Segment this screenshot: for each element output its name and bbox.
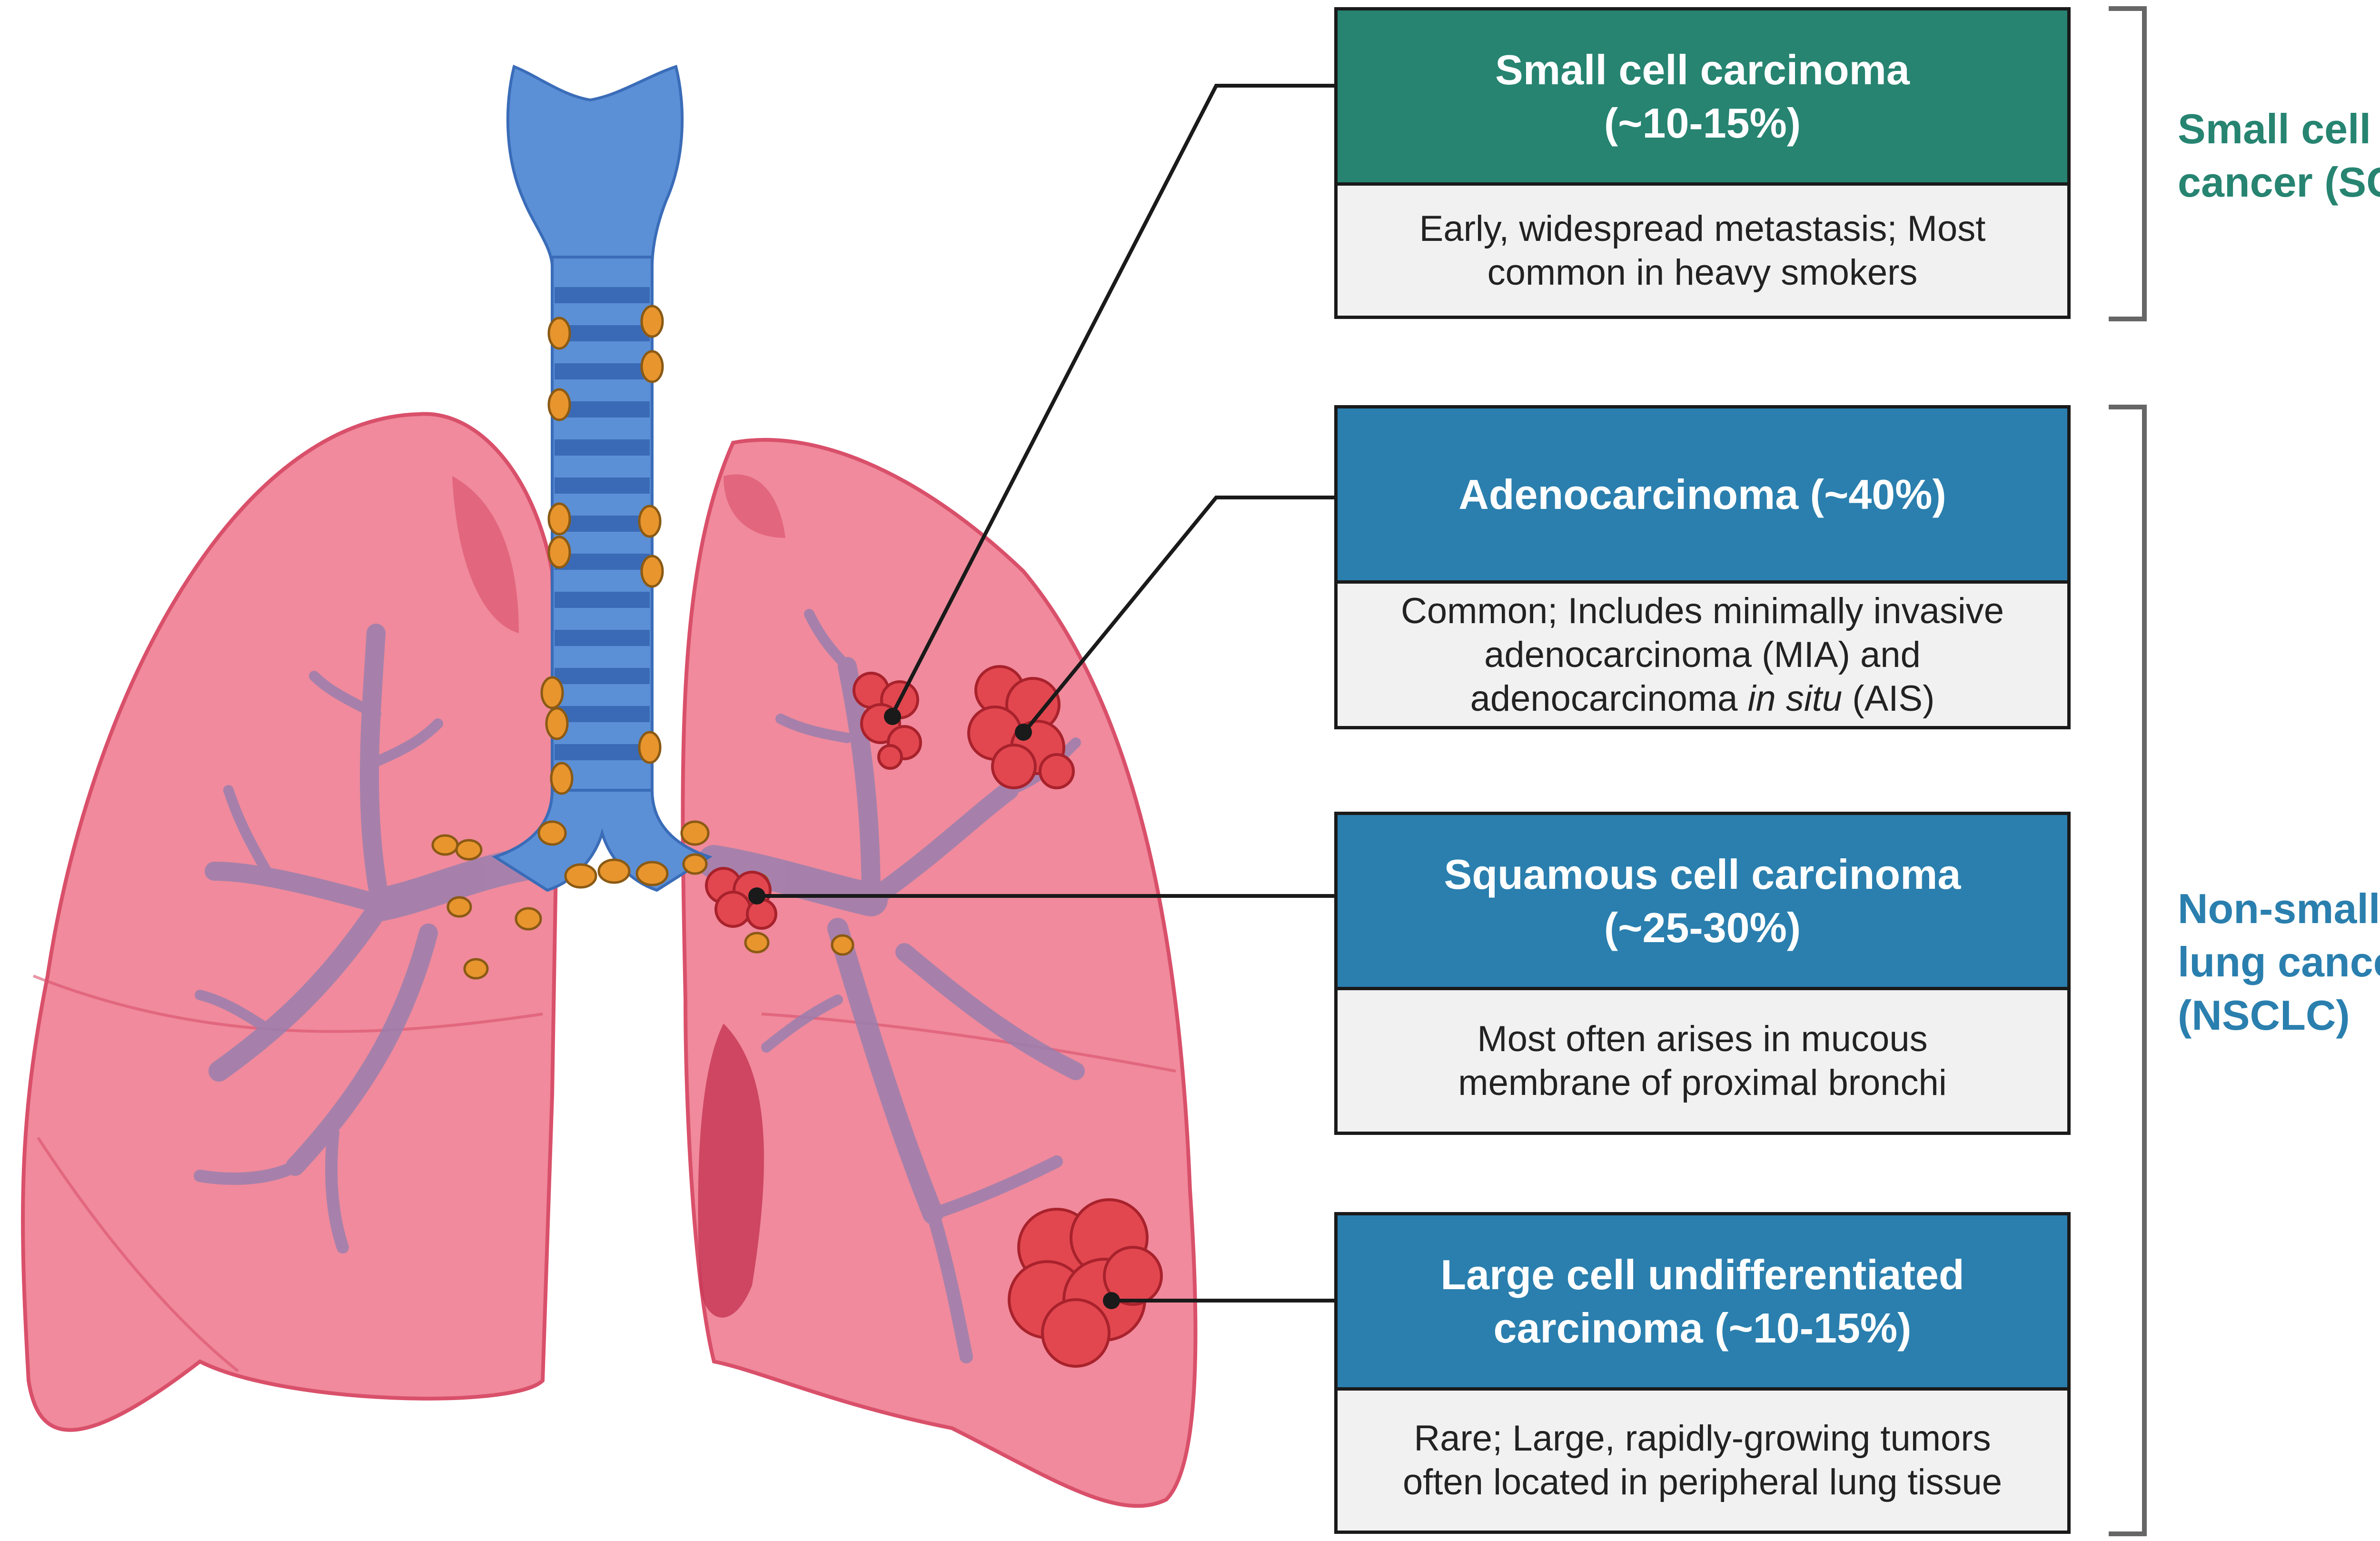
small-cell-title-line1: Small cell carcinoma [1495,46,1910,93]
large-cell-title-line2: carcinoma (~10-15%) [1493,1304,1912,1352]
small-cell-description: Early, widespread metastasis; Most commo… [1338,186,2067,316]
tumor-icon [705,665,1163,1368]
squamous-description: Most often arises in mucous membrane of … [1338,990,2067,1132]
tumor-small-cell [853,672,922,770]
left-lung-icon [681,438,1198,1508]
sclc-label-line2: cancer (SCLC) [2178,159,2380,206]
nsclc-bracket [2109,405,2147,1536]
leader-dots [748,708,1120,1309]
large-cell-card: Large cell undifferentiated carcinoma (~… [1334,1212,2071,1534]
lymph-node-icon [431,305,854,980]
adeno-desc-line3: adenocarcinoma in situ (AIS) [1470,677,1935,721]
sclc-label-line1: Small cell lung [2178,105,2380,152]
adeno-desc-line1: Common; Includes minimally invasive [1400,590,2004,631]
squamous-desc-line2: membrane of proximal bronchi [1458,1062,1947,1103]
adeno-card: Adenocarcinoma (~40%) Common; Includes m… [1334,405,2071,729]
nsclc-label-line2: lung cancer [2178,938,2380,985]
squamous-title-line1: Squamous cell carcinoma [1444,850,1961,898]
adeno-desc-line3-pre: adenocarcinoma [1470,678,1738,719]
large-cell-title: Large cell undifferentiated carcinoma (~… [1338,1215,2067,1391]
adeno-desc-line3-italic: in situ [1747,678,1843,719]
adeno-title: Adenocarcinoma (~40%) [1338,408,2067,584]
tumor-squamous [705,867,777,930]
right-lung-icon [21,412,559,1432]
sclc-group-label: Small cell lung cancer (SCLC) [2178,102,2380,209]
nsclc-label-line1: Non-small cell [2178,885,2380,932]
large-cell-title-line1: Large cell undifferentiated [1440,1251,1964,1298]
squamous-desc-line1: Most often arises in mucous [1477,1018,1928,1059]
leader-lines [757,84,1334,1302]
large-cell-description: Rare; Large, rapidly-growing tumors ofte… [1338,1391,2067,1531]
adeno-desc-line3-post: (AIS) [1852,678,1935,719]
small-cell-title: Small cell carcinoma (~10-15%) [1338,10,2067,186]
adeno-desc-line2: adenocarcinoma (MIA) and [1484,634,1921,675]
adeno-title-line1: Adenocarcinoma (~40%) [1458,470,1946,518]
sclc-bracket [2109,6,2147,321]
small-cell-desc-line1: Early, widespread metastasis; Most [1419,208,1986,249]
small-cell-card: Small cell carcinoma (~10-15%) Early, wi… [1334,7,2071,319]
nsclc-label-line3: (NSCLC) [2178,992,2350,1039]
large-cell-desc-line2: often located in peripheral lung tissue [1402,1462,2003,1502]
leader-line-adeno [1021,496,1334,735]
squamous-title-line2: (~25-30%) [1604,904,1801,951]
tumor-large-cell [1008,1198,1163,1368]
leader-line-small-cell [891,84,1334,715]
large-cell-desc-line1: Rare; Large, rapidly-growing tumors [1414,1418,1991,1459]
nsclc-group-label: Non-small cell lung cancer (NSCLC) [2178,882,2380,1042]
small-cell-title-line2: (~10-15%) [1604,99,1801,147]
squamous-title: Squamous cell carcinoma (~25-30%) [1338,815,2067,990]
small-cell-desc-line2: common in heavy smokers [1487,252,1918,293]
tumor-adenocarcinoma [967,665,1075,789]
squamous-card: Squamous cell carcinoma (~25-30%) Most o… [1334,812,2071,1135]
adeno-description: Common; Includes minimally invasive aden… [1338,584,2067,726]
